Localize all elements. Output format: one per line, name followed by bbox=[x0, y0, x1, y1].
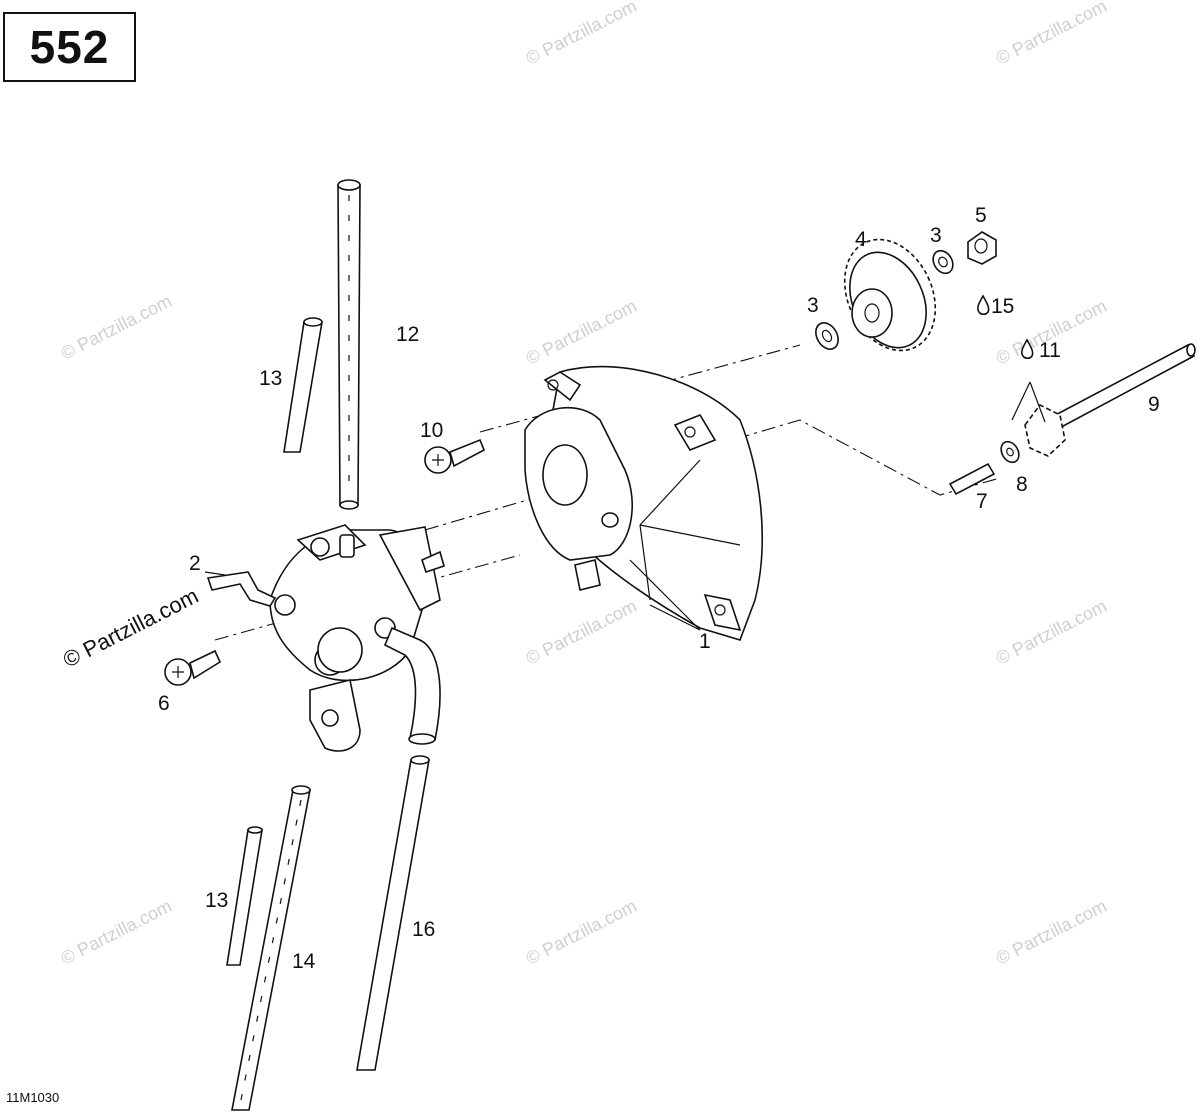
tube-12 bbox=[337, 179, 361, 510]
pin-7 bbox=[948, 462, 996, 496]
tube-13-lower bbox=[226, 826, 263, 966]
callout-6: 6 bbox=[158, 692, 170, 715]
oil-drop-icon bbox=[1020, 338, 1034, 360]
callout-3: 3 bbox=[807, 294, 819, 317]
tube-13-upper bbox=[283, 317, 323, 453]
callout-8: 8 bbox=[1016, 473, 1028, 496]
page-number: 552 bbox=[29, 21, 110, 73]
washer-3b bbox=[932, 249, 954, 275]
callout-2: 2 bbox=[189, 552, 201, 575]
drawing-reference: 11M1030 bbox=[6, 1090, 60, 1105]
watermark: © Partzilla.com bbox=[993, 896, 1110, 969]
gear-4 bbox=[843, 238, 937, 352]
callout-14: 14 bbox=[292, 950, 316, 973]
screw-6 bbox=[164, 649, 222, 686]
watermark: © Partzilla.com bbox=[993, 596, 1110, 669]
watermark: © Partzilla.com bbox=[993, 0, 1110, 69]
leader-lines bbox=[204, 381, 1046, 576]
watermark: © Partzilla.com bbox=[523, 596, 640, 669]
page-number-box: 552 bbox=[3, 12, 136, 82]
washer-8 bbox=[1000, 440, 1020, 464]
shaft-9 bbox=[1024, 343, 1196, 457]
oil-drop-icon bbox=[976, 294, 990, 316]
watermark: © Partzilla.com bbox=[523, 896, 640, 969]
callout-16: 16 bbox=[412, 918, 435, 941]
callout-13: 13 bbox=[205, 889, 228, 912]
callout-9: 9 bbox=[1148, 393, 1160, 416]
callout-15: 15 bbox=[991, 295, 1014, 318]
callout-7: 7 bbox=[976, 490, 988, 513]
callout-5: 5 bbox=[975, 204, 987, 227]
watermark: © Partzilla.com bbox=[523, 0, 640, 69]
callout-12: 12 bbox=[396, 323, 419, 346]
callout-3: 3 bbox=[930, 224, 942, 247]
tube-14 bbox=[231, 785, 311, 1111]
watermark: © Partzilla.com bbox=[58, 291, 175, 364]
callout-1: 1 bbox=[699, 630, 711, 653]
callout-11: 11 bbox=[1039, 339, 1061, 362]
callout-4: 4 bbox=[855, 228, 867, 251]
callout-10: 10 bbox=[420, 419, 443, 442]
callout-13: 13 bbox=[259, 367, 282, 390]
watermark: © Partzilla.com bbox=[523, 296, 640, 369]
tube-16 bbox=[356, 755, 430, 1071]
cover-plate-1 bbox=[524, 365, 763, 641]
screw-10 bbox=[424, 438, 486, 474]
watermark: © Partzilla.com bbox=[58, 896, 175, 969]
oil-pump bbox=[269, 524, 445, 752]
nut-5 bbox=[967, 231, 997, 265]
callouts: 1 2 3 3 4 5 6 7 8 9 10 11 12 13 13 14 15… bbox=[158, 204, 1160, 973]
washer-3a bbox=[815, 322, 839, 350]
lever-2 bbox=[206, 571, 277, 607]
